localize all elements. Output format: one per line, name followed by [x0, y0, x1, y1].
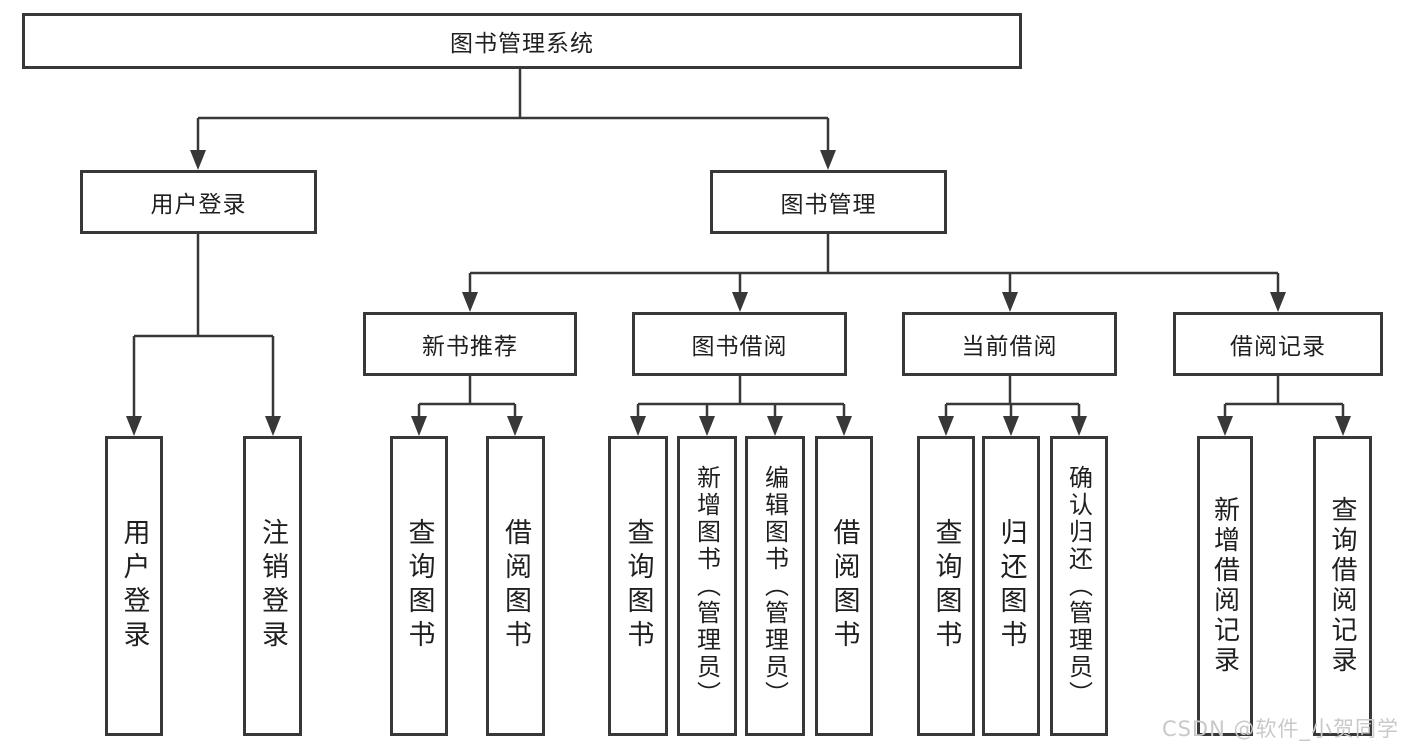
leaf-label: 归还图书 [995, 518, 1027, 654]
leaf-label: 查询图书 [930, 518, 962, 654]
csdn-watermark: CSDN @软件_小贺同学 [1161, 717, 1399, 741]
leaf-confirm-return-admin: 确认归还（管理员） [1050, 436, 1108, 736]
node-label: 当前借阅 [961, 334, 1058, 360]
leaf-label: 查询图书 [403, 518, 435, 654]
leaf-label: 新增图书（管理员） [692, 464, 721, 708]
leaf-label: 注销登录 [257, 518, 288, 654]
leaf-label: 用户登录 [118, 518, 150, 654]
node-label: 用户登录 [150, 192, 247, 218]
leaf-label: 确认归还（管理员） [1064, 464, 1093, 708]
node-label: 借阅记录 [1230, 334, 1326, 360]
node-new-book-recommendation: 新书推荐 [363, 312, 577, 376]
leaf-label: 编辑图书（管理员） [760, 464, 789, 708]
leaf-return-books: 归还图书 [982, 436, 1040, 736]
leaf-query-books-borrowing: 查询图书 [608, 436, 668, 736]
leaf-logout: 注销登录 [243, 436, 302, 736]
node-book-borrowing: 图书借阅 [632, 312, 847, 376]
leaf-query-books-current: 查询图书 [917, 436, 975, 736]
leaf-label: 借阅图书 [828, 518, 860, 654]
node-label: 图书管理 [780, 192, 877, 218]
node-label: 新书推荐 [422, 334, 518, 360]
node-library-management-system: 图书管理系统 [22, 13, 1022, 69]
node-current-borrowing: 当前借阅 [902, 312, 1117, 376]
leaf-borrow-books-recommend: 借阅图书 [486, 436, 545, 736]
leaf-query-books-recommend: 查询图书 [390, 436, 448, 736]
leaf-label: 查询借阅记录 [1327, 496, 1357, 676]
node-book-management: 图书管理 [710, 170, 947, 234]
node-borrowing-records: 借阅记录 [1173, 312, 1383, 376]
leaf-label: 新增借阅记录 [1209, 496, 1240, 676]
leaf-add-borrow-record: 新增借阅记录 [1197, 436, 1253, 736]
leaf-edit-books-admin: 编辑图书（管理员） [745, 436, 805, 736]
node-label: 图书借阅 [691, 334, 788, 360]
leaf-label: 借阅图书 [500, 518, 531, 654]
node-label: 图书管理系统 [450, 31, 594, 57]
leaf-add-books-admin: 新增图书（管理员） [677, 436, 737, 736]
node-user-login: 用户登录 [80, 170, 317, 234]
leaf-query-borrow-record: 查询借阅记录 [1313, 436, 1372, 736]
leaf-borrow-books: 借阅图书 [815, 436, 873, 736]
leaf-label: 查询图书 [622, 518, 654, 654]
leaf-user-login: 用户登录 [105, 436, 163, 736]
